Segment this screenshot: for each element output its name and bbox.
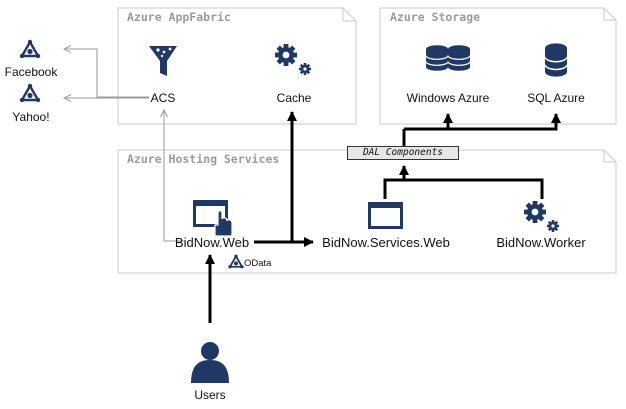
- cache-label: Cache: [276, 91, 312, 105]
- hosting-to-dal-arrow: [383, 165, 544, 199]
- azure-appfabric-title: Azure AppFabric: [127, 10, 231, 24]
- web-to-acs-connector: [164, 110, 184, 242]
- web-application-click-icon: [193, 200, 233, 237]
- azure-hosting-services-panel: [117, 149, 617, 274]
- bidnow-web-label: BidNow.Web: [174, 235, 250, 250]
- services-web-window-icon: [368, 202, 403, 229]
- yahoo-identity-provider-icon: [18, 82, 42, 104]
- facebook-label: Facebook: [4, 65, 58, 79]
- acs-funnel-icon: [149, 46, 177, 76]
- bidnow-services-web-label: BidNow.Services.Web: [322, 235, 450, 250]
- acs-label: ACS: [150, 91, 176, 105]
- windows-azure-storage-icon: [425, 44, 471, 72]
- sql-azure-database-icon: [544, 42, 568, 78]
- acs-to-facebook-connector: [64, 49, 149, 98]
- azure-appfabric-panel: [117, 7, 357, 125]
- dal-components-box: DAL Components: [347, 146, 459, 160]
- worker-gear-icon: [524, 201, 559, 232]
- users-label: Users: [194, 388, 226, 402]
- azure-storage-panel: [379, 7, 617, 125]
- odata-icon: [227, 253, 245, 270]
- odata-label: OData: [244, 258, 272, 269]
- sql-azure-label: SQL Azure: [527, 91, 585, 105]
- users-person-icon: [191, 342, 229, 383]
- yahoo-label: Yahoo!: [12, 110, 50, 124]
- cache-gear-icon: [275, 44, 311, 75]
- dal-to-storage-arrow: [402, 113, 561, 146]
- bidnow-worker-label: BidNow.Worker: [496, 235, 586, 250]
- windows-azure-label: Windows Azure: [406, 91, 490, 105]
- azure-hosting-services-title: Azure Hosting Services: [127, 152, 280, 166]
- facebook-identity-provider-icon: [18, 38, 42, 60]
- azure-storage-title: Azure Storage: [390, 10, 481, 24]
